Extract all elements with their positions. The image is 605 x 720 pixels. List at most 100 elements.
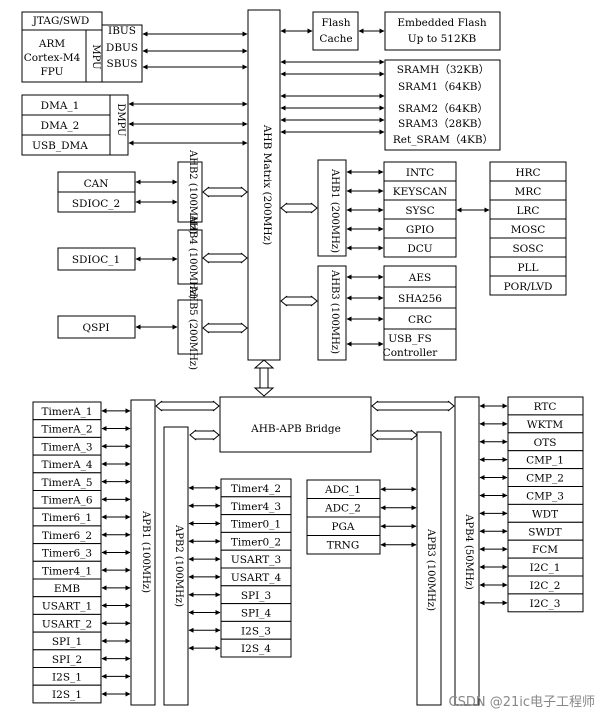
apb4-label-3: CMP_1 — [526, 455, 564, 467]
apb4-label-11: I2C_3 — [530, 598, 561, 610]
ahb1-label-intc: INTC — [406, 167, 434, 179]
usb-fs-box — [383, 328, 457, 361]
ahb3-label-crc: CRC — [408, 314, 432, 326]
apb3-label: APB3 (100MHz) — [425, 528, 436, 611]
matrix-bridge-arrow — [253, 359, 275, 397]
dbus-label: DBUS — [106, 42, 138, 54]
apb1-label-10: EMB — [54, 583, 80, 595]
ibus-label: IBUS — [108, 25, 136, 37]
flash-cache-label-2: Cache — [319, 33, 352, 45]
apb4-label-5: CMP_3 — [526, 491, 564, 503]
apb4-label-6: WDT — [532, 508, 558, 520]
watermark: CSDN @21ic电子工程师 — [449, 695, 596, 710]
apb1-label-1: TimerA_2 — [41, 424, 92, 436]
dma-label-usb-dma: USB_DMA — [32, 140, 88, 152]
apb1-box-16 — [32, 684, 102, 704]
sram-label-1: SRAM1（64KB） — [398, 81, 488, 93]
ahb4-matrix-arrow — [202, 252, 248, 264]
sram-label-0: SRAMH（32KB） — [397, 64, 490, 76]
ahb3-label: AHB3 (100MHz) — [329, 269, 340, 354]
apb2-box — [163, 426, 189, 706]
usb-fs-label-1: USB_FS — [388, 333, 432, 345]
bridge-apb3-arrow — [371, 429, 418, 441]
apb2-label-9: I2S_4 — [241, 643, 271, 655]
ahb3-matrix-arrow — [280, 295, 318, 307]
flash-cache-label-1: Flash — [321, 17, 350, 29]
clock-label-por-lvd: POR/LVD — [504, 281, 553, 293]
apb1-label-5: TimerA_6 — [41, 495, 92, 507]
apb3-label-3: TRNG — [327, 540, 359, 552]
fpu-label: FPU — [40, 66, 63, 78]
flash-label-1: Embedded Flash — [397, 17, 487, 29]
sram-label-3: SRAM3（28KB） — [398, 118, 488, 130]
apb2-label-3: Timer0_2 — [231, 536, 281, 548]
arm-core-box — [21, 29, 87, 83]
apb4-label-2: OTS — [534, 437, 557, 449]
apb4-label-1: WKTM — [527, 419, 564, 431]
clock-label-mosc: MOSC — [511, 224, 546, 236]
ahb-apb-bridge-box — [219, 396, 372, 453]
ahb4-box — [177, 229, 203, 285]
ahb5-label: AHB5 (200MHz) — [187, 285, 198, 370]
apb2-box-9 — [220, 638, 292, 658]
apb1-label-8: Timer6_3 — [42, 548, 92, 560]
apb2-label-7: SPI_4 — [241, 608, 272, 620]
apb2-label-1: Timer4_3 — [231, 501, 281, 513]
sdioc1-box — [57, 247, 136, 271]
apb4-label: APB4 (50MHz) — [463, 513, 474, 590]
ahb5-box — [177, 299, 203, 355]
apb4-box-11 — [507, 593, 584, 613]
apb3-label-1: ADC_2 — [324, 503, 361, 515]
qspi-label: QSPI — [82, 322, 109, 334]
apb2-label-8: I2S_3 — [241, 625, 271, 637]
dmpu-box — [109, 94, 129, 156]
apb3-box — [416, 431, 442, 706]
apb2-label-0: Timer4_2 — [231, 483, 281, 495]
sdioc2-box — [57, 191, 136, 213]
clock-label-sosc: SOSC — [512, 243, 543, 255]
ahb1-label-gpio: GPIO — [406, 224, 435, 236]
apb4-label-7: SWDT — [528, 526, 561, 538]
apb1-label-2: TimerA_3 — [41, 441, 92, 453]
apb3-label-2: PGA — [331, 521, 354, 533]
ahb-matrix-box — [247, 9, 281, 361]
clock-label-pll: PLL — [517, 262, 538, 274]
clock-label-lrc: LRC — [517, 205, 540, 217]
dma-label-dma-1: DMA_1 — [41, 100, 80, 112]
apb2-label: APB2 (100MHz) — [173, 524, 184, 607]
apb2-label-4: USART_3 — [231, 554, 281, 566]
apb4-label-0: RTC — [534, 401, 557, 413]
qspi-box — [57, 315, 136, 339]
apb4-label-8: FCM — [532, 544, 558, 556]
clock-box-por-lvd — [489, 275, 567, 296]
ahb1-matrix-arrow — [280, 202, 318, 214]
apb1-box — [130, 399, 156, 706]
can-label: CAN — [84, 178, 109, 190]
apb2-label-6: SPI_3 — [241, 590, 271, 602]
mpu-label: MPU — [90, 44, 101, 69]
sbus-label: SBUS — [107, 58, 138, 70]
apb1-label-11: USART_1 — [42, 601, 92, 613]
apb1-label-15: I2S_1 — [52, 672, 82, 684]
sram-label-2: SRAM2（64KB） — [398, 103, 488, 115]
sdioc2-label: SDIOC_2 — [72, 198, 120, 210]
bus-ports-box — [101, 24, 143, 83]
ahb1-box-dcu — [383, 237, 457, 258]
apb1-label-14: SPI_2 — [52, 654, 82, 666]
clock-label-mrc: MRC — [515, 186, 542, 198]
ahb1-box — [317, 159, 347, 257]
apb1-label-16: I2S_1 — [52, 689, 82, 701]
apb4-label-9: I2C_1 — [530, 562, 561, 574]
flash-cache-box — [312, 11, 359, 51]
ahb5-matrix-arrow — [202, 322, 248, 334]
apb1-label-3: TimerA_4 — [41, 459, 92, 471]
apb1-label-4: TimerA_5 — [41, 477, 92, 489]
ahb4-label: AHB4 (100MHz) — [187, 214, 198, 299]
apb1-label-6: Timer6_1 — [42, 512, 92, 524]
embedded-flash-box — [384, 11, 501, 51]
apb3-box-3 — [306, 535, 381, 555]
ahb3-label-aes: AES — [408, 272, 431, 284]
apb4-label-4: CMP_2 — [526, 473, 564, 485]
